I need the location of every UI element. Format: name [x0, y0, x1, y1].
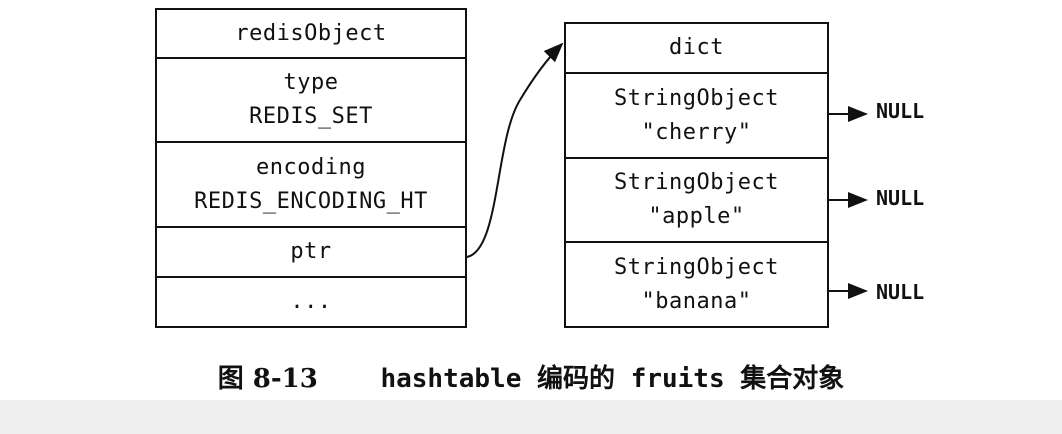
caption-text: 编码的 [537, 364, 616, 394]
caption-code: hashtable [380, 364, 522, 394]
dict-title: dict [669, 35, 724, 60]
ellipsis-field: ... [157, 278, 465, 326]
null-label: NULL [876, 99, 925, 123]
dict-header: dict [566, 24, 827, 74]
dict-entry: StringObject "apple" [566, 159, 827, 243]
entry-value: "banana" [641, 288, 752, 314]
caption-text: 集合对象 [740, 364, 845, 394]
diagram-panel: redisObject type REDIS_SET encoding REDI… [0, 8, 1062, 395]
figure-number: 图 8-13 [217, 364, 318, 394]
ptr-field: ptr [157, 228, 465, 278]
redis-object-header: redisObject [157, 10, 465, 59]
ellipsis-text: ... [290, 289, 332, 314]
dict-entry: StringObject "cherry" [566, 74, 827, 159]
encoding-value: REDIS_ENCODING_HT [194, 188, 428, 214]
type-label: type [283, 70, 339, 95]
type-value: REDIS_SET [249, 104, 373, 129]
entry-value: "cherry" [641, 119, 752, 145]
bottom-band [0, 400, 1062, 434]
ptr-arrow [466, 42, 564, 258]
dict-box: dict StringObject "cherry" StringObject … [564, 22, 829, 328]
entry-kind: StringObject [614, 170, 779, 195]
entry-kind: StringObject [614, 254, 779, 280]
entry-value: "apple" [648, 204, 745, 229]
caption-code: fruits [630, 364, 725, 394]
redis-object-box: redisObject type REDIS_SET encoding REDI… [155, 8, 467, 328]
redis-object-title: redisObject [235, 20, 387, 46]
encoding-field: encoding REDIS_ENCODING_HT [157, 143, 465, 228]
dict-entry: StringObject "banana" [566, 243, 827, 326]
ptr-label: ptr [290, 239, 332, 264]
entry-kind: StringObject [614, 85, 779, 111]
encoding-label: encoding [256, 154, 366, 180]
type-field: type REDIS_SET [157, 59, 465, 143]
figure-caption: 图 8-13 hashtable 编码的 fruits 集合对象 [0, 358, 1062, 395]
arrows-layer [466, 42, 868, 299]
null-label: NULL [876, 280, 925, 304]
null-label: NULL [876, 186, 925, 210]
